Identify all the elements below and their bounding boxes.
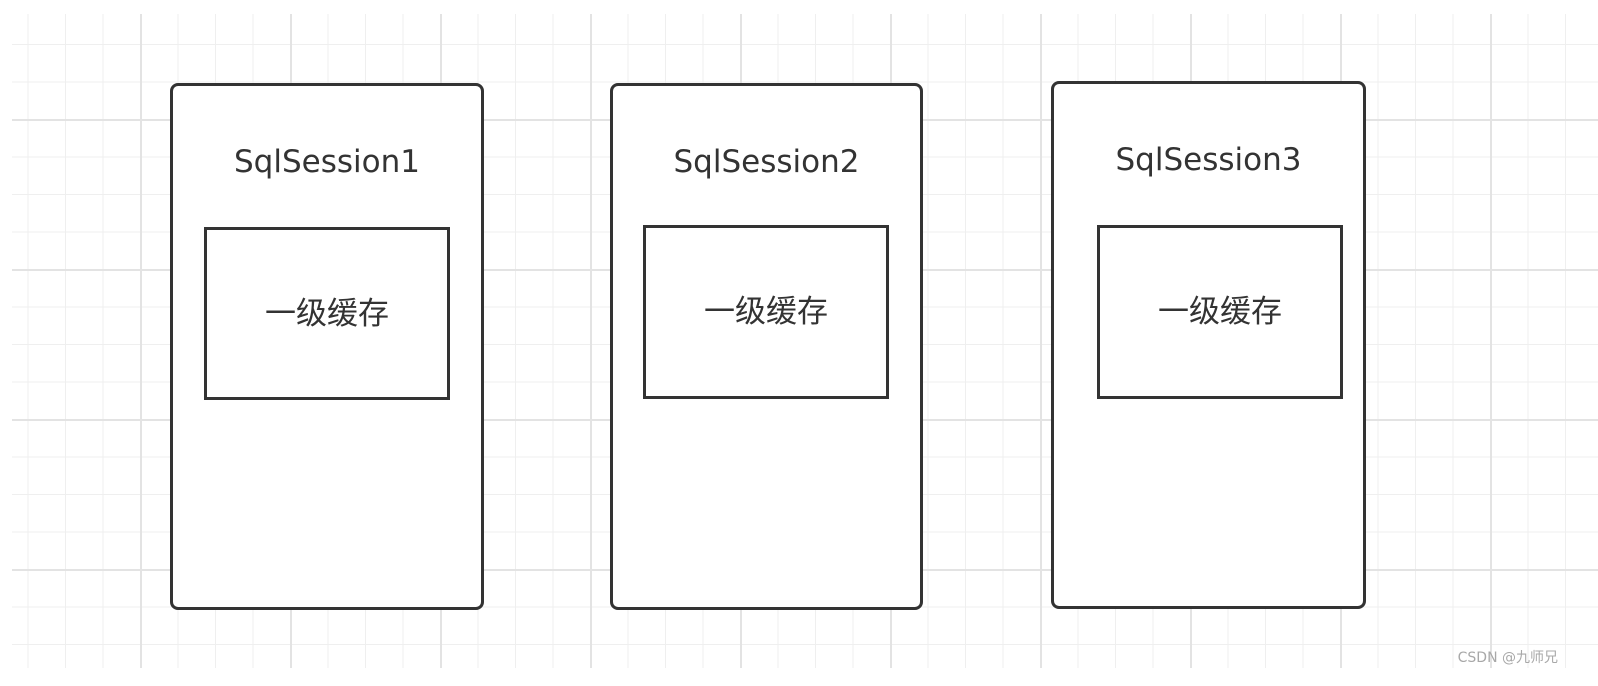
cache-box: 一级缓存 bbox=[643, 225, 889, 399]
cache-label: 一级缓存 bbox=[1158, 294, 1282, 330]
session-title: SqlSession2 bbox=[673, 144, 860, 180]
cache-box: 一级缓存 bbox=[1097, 225, 1343, 399]
watermark: CSDN @九师兄 bbox=[1457, 650, 1558, 666]
session-title: SqlSession3 bbox=[1115, 142, 1302, 178]
session-box-3: SqlSession3 一级缓存 bbox=[1051, 81, 1366, 609]
cache-box: 一级缓存 bbox=[204, 227, 450, 400]
cache-label: 一级缓存 bbox=[704, 294, 828, 330]
cache-label: 一级缓存 bbox=[265, 295, 389, 332]
session-box-1: SqlSession1 一级缓存 bbox=[170, 83, 484, 610]
session-box-2: SqlSession2 一级缓存 bbox=[610, 83, 923, 610]
session-title: SqlSession1 bbox=[234, 144, 420, 180]
